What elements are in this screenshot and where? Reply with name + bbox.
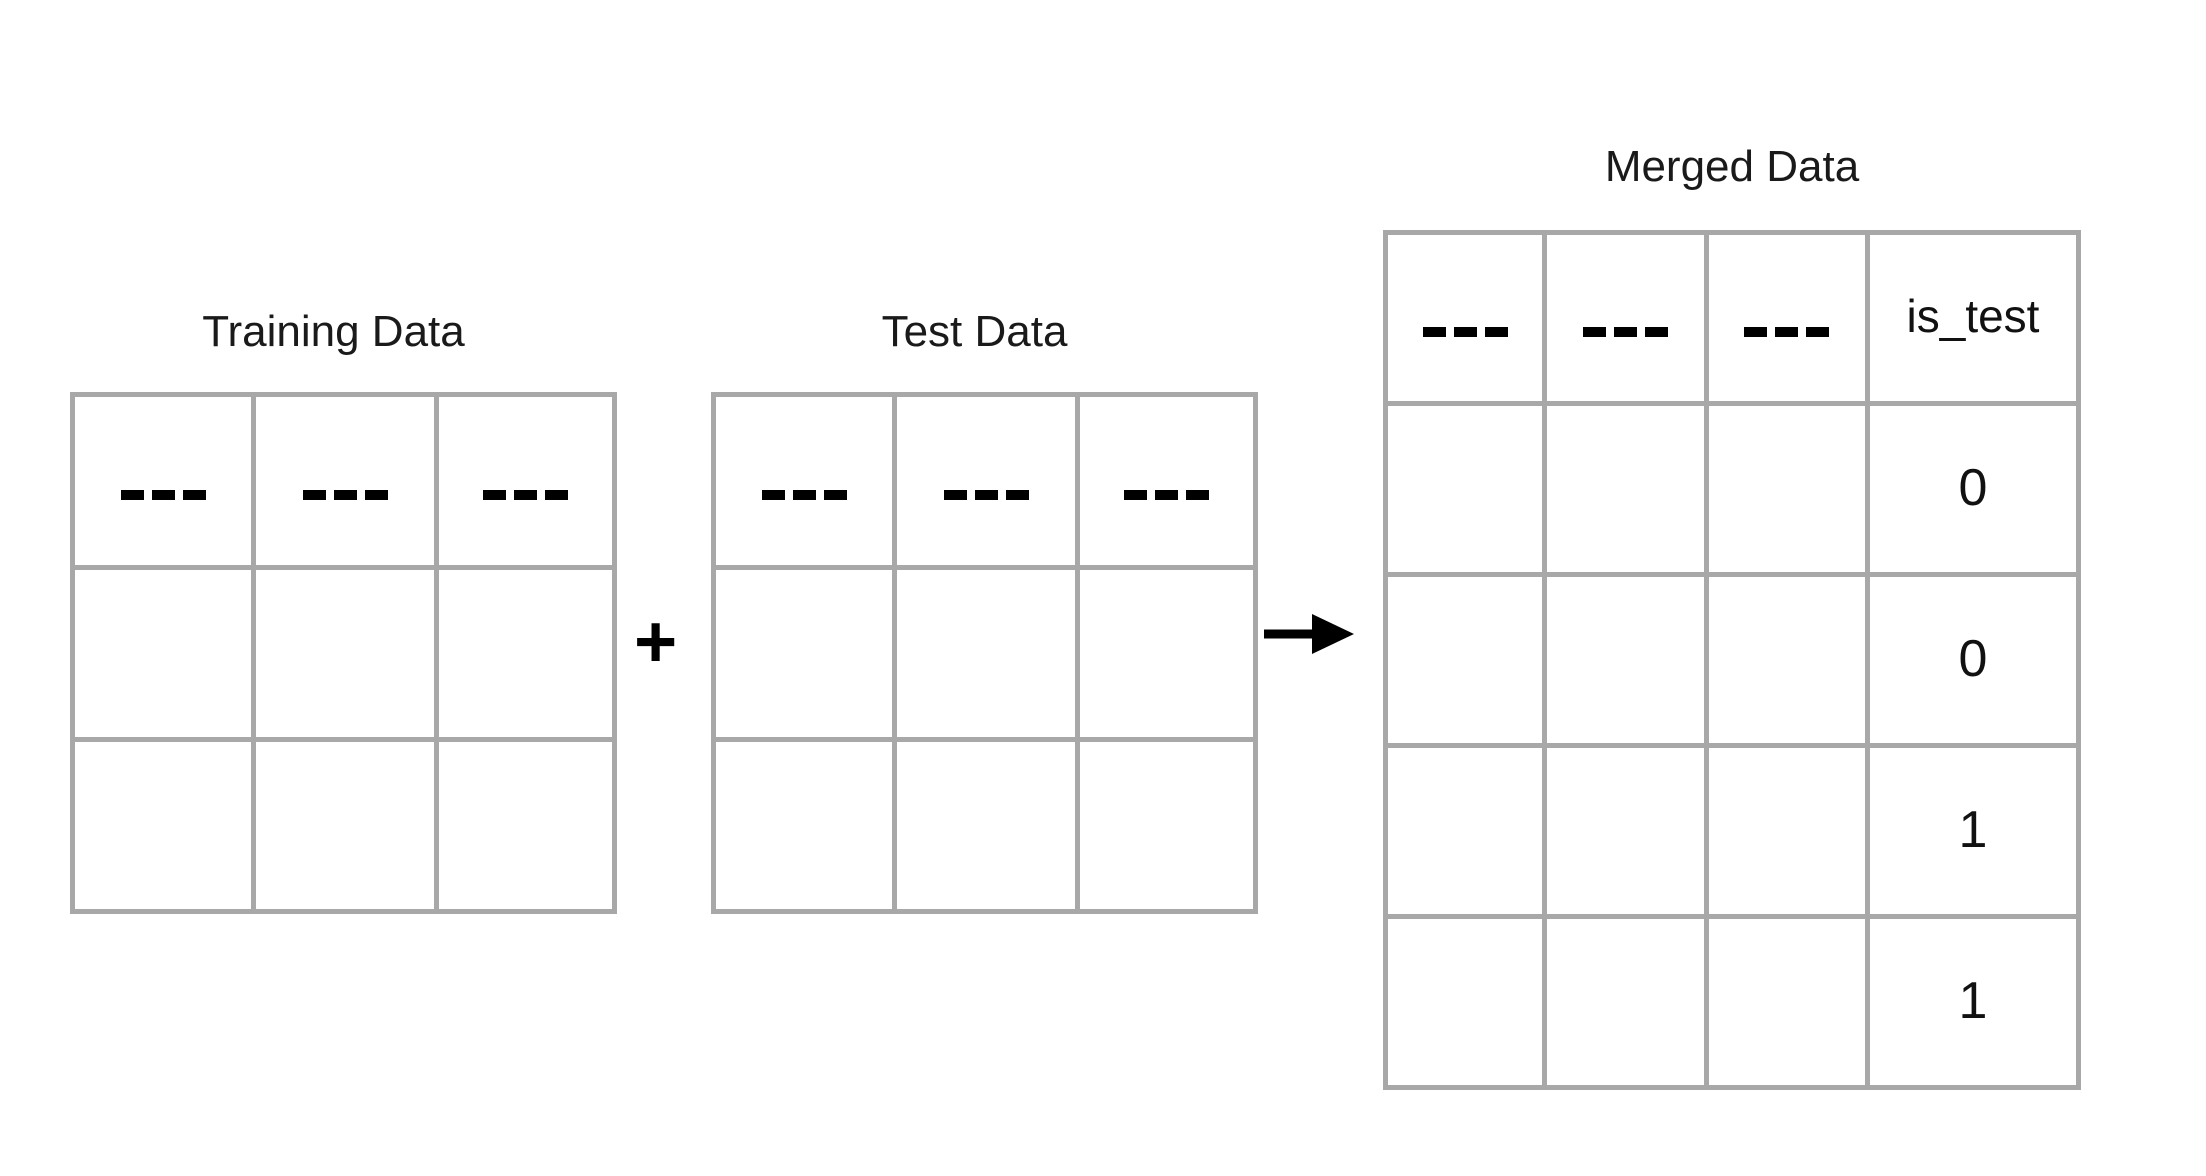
plus-operator-icon: +: [634, 600, 678, 683]
table-row: [711, 737, 1258, 914]
is-test-cell: 1: [1865, 914, 2081, 1090]
dash-placeholder-icon: [1419, 327, 1512, 337]
is-test-cell: 0: [1865, 572, 2081, 748]
table-header-row: [711, 392, 1258, 570]
header-cell-col1: [711, 392, 897, 570]
is-test-cell: 0: [1865, 401, 2081, 577]
data-cell: [1382, 401, 1548, 577]
data-cell: [711, 737, 897, 914]
dash-placeholder-icon: [1579, 327, 1672, 337]
merged-data-block: Merged Data is_test: [1382, 135, 2081, 1090]
data-cell: [251, 737, 439, 914]
table-row: [711, 565, 1258, 742]
is-test-cell: 1: [1865, 743, 2081, 919]
dash-placeholder-icon: [479, 490, 572, 500]
data-cell: [1703, 743, 1871, 919]
data-cell: [70, 737, 256, 914]
test-data-table: [711, 392, 1258, 914]
data-cell: [892, 565, 1080, 742]
test-data-block: Test Data: [711, 300, 1258, 914]
training-data-block: Training Data: [70, 300, 617, 914]
arrow-operator-icon: [1262, 604, 1358, 664]
data-cell: [434, 565, 617, 742]
data-cell: [1542, 743, 1709, 919]
header-cell-col2: [892, 392, 1080, 570]
data-cell: [1075, 565, 1258, 742]
data-cell: [1382, 914, 1548, 1090]
merged-data-title: Merged Data: [1604, 142, 1860, 191]
is-test-value: 1: [1958, 801, 1988, 859]
data-cell: [711, 565, 897, 742]
header-cell-col1: [70, 392, 256, 570]
header-cell-col1: [1382, 230, 1548, 406]
dash-placeholder-icon: [117, 490, 210, 500]
table-row: 0: [1382, 572, 2081, 748]
data-cell: [70, 565, 256, 742]
data-cell: [1542, 401, 1709, 577]
is-test-value: 0: [1958, 459, 1988, 517]
table-row: 1: [1382, 914, 2081, 1090]
header-cell-col3: [434, 392, 617, 570]
data-cell: [1382, 572, 1548, 748]
is-test-value: 0: [1958, 630, 1988, 688]
test-data-title: Test Data: [881, 307, 1068, 356]
dash-placeholder-icon: [1120, 490, 1213, 500]
header-cell-is-test: is_test: [1865, 230, 2081, 406]
data-cell: [1703, 401, 1871, 577]
table-header-row: is_test: [1382, 230, 2081, 406]
data-cell: [251, 565, 439, 742]
table-row: 0: [1382, 401, 2081, 577]
dash-placeholder-icon: [299, 490, 392, 500]
table-row: 1: [1382, 743, 2081, 919]
table-header-row: [70, 392, 617, 570]
data-cell: [1075, 737, 1258, 914]
data-cell: [1382, 743, 1548, 919]
dash-placeholder-icon: [758, 490, 851, 500]
dash-placeholder-icon: [940, 490, 1033, 500]
is-test-value: 1: [1958, 972, 1988, 1030]
header-cell-col2: [251, 392, 439, 570]
dash-placeholder-icon: [1740, 327, 1833, 337]
table-row: [70, 737, 617, 914]
data-cell: [1542, 572, 1709, 748]
header-cell-col3: [1075, 392, 1258, 570]
merged-data-table: is_test 0 0: [1382, 230, 2081, 1090]
training-data-title: Training Data: [202, 307, 465, 356]
data-cell: [892, 737, 1080, 914]
training-data-table: [70, 392, 617, 914]
header-cell-col3: [1703, 230, 1871, 406]
header-cell-col2: [1542, 230, 1709, 406]
table-row: [70, 565, 617, 742]
data-cell: [434, 737, 617, 914]
data-cell: [1703, 572, 1871, 748]
is-test-column-label: is_test: [1906, 290, 2040, 342]
data-cell: [1542, 914, 1709, 1090]
data-cell: [1703, 914, 1871, 1090]
